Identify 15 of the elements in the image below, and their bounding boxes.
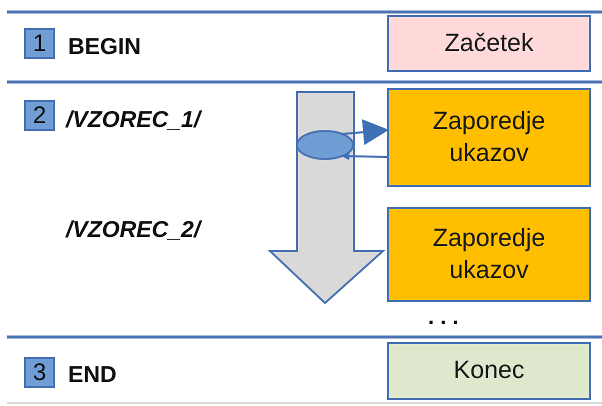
ellipse-shape bbox=[296, 130, 354, 160]
process-box: Zaporedje ukazov bbox=[387, 88, 591, 187]
number-badge: 3 bbox=[24, 357, 55, 388]
arrow bbox=[341, 152, 388, 160]
pattern-label: /VZOREC_1/ bbox=[66, 106, 200, 133]
number-badge: 1 bbox=[24, 28, 55, 59]
end-box: Konec bbox=[387, 342, 591, 400]
arrow bbox=[342, 119, 389, 146]
section-label: END bbox=[68, 361, 117, 388]
pattern-label: /VZOREC_2/ bbox=[66, 216, 200, 243]
ellipsis-text: . . . bbox=[428, 304, 459, 330]
number-badge: 2 bbox=[24, 100, 55, 131]
start-box: Začetek bbox=[387, 15, 591, 72]
process-box: Zaporedje ukazov bbox=[387, 207, 591, 302]
section-label: BEGIN bbox=[68, 33, 141, 60]
